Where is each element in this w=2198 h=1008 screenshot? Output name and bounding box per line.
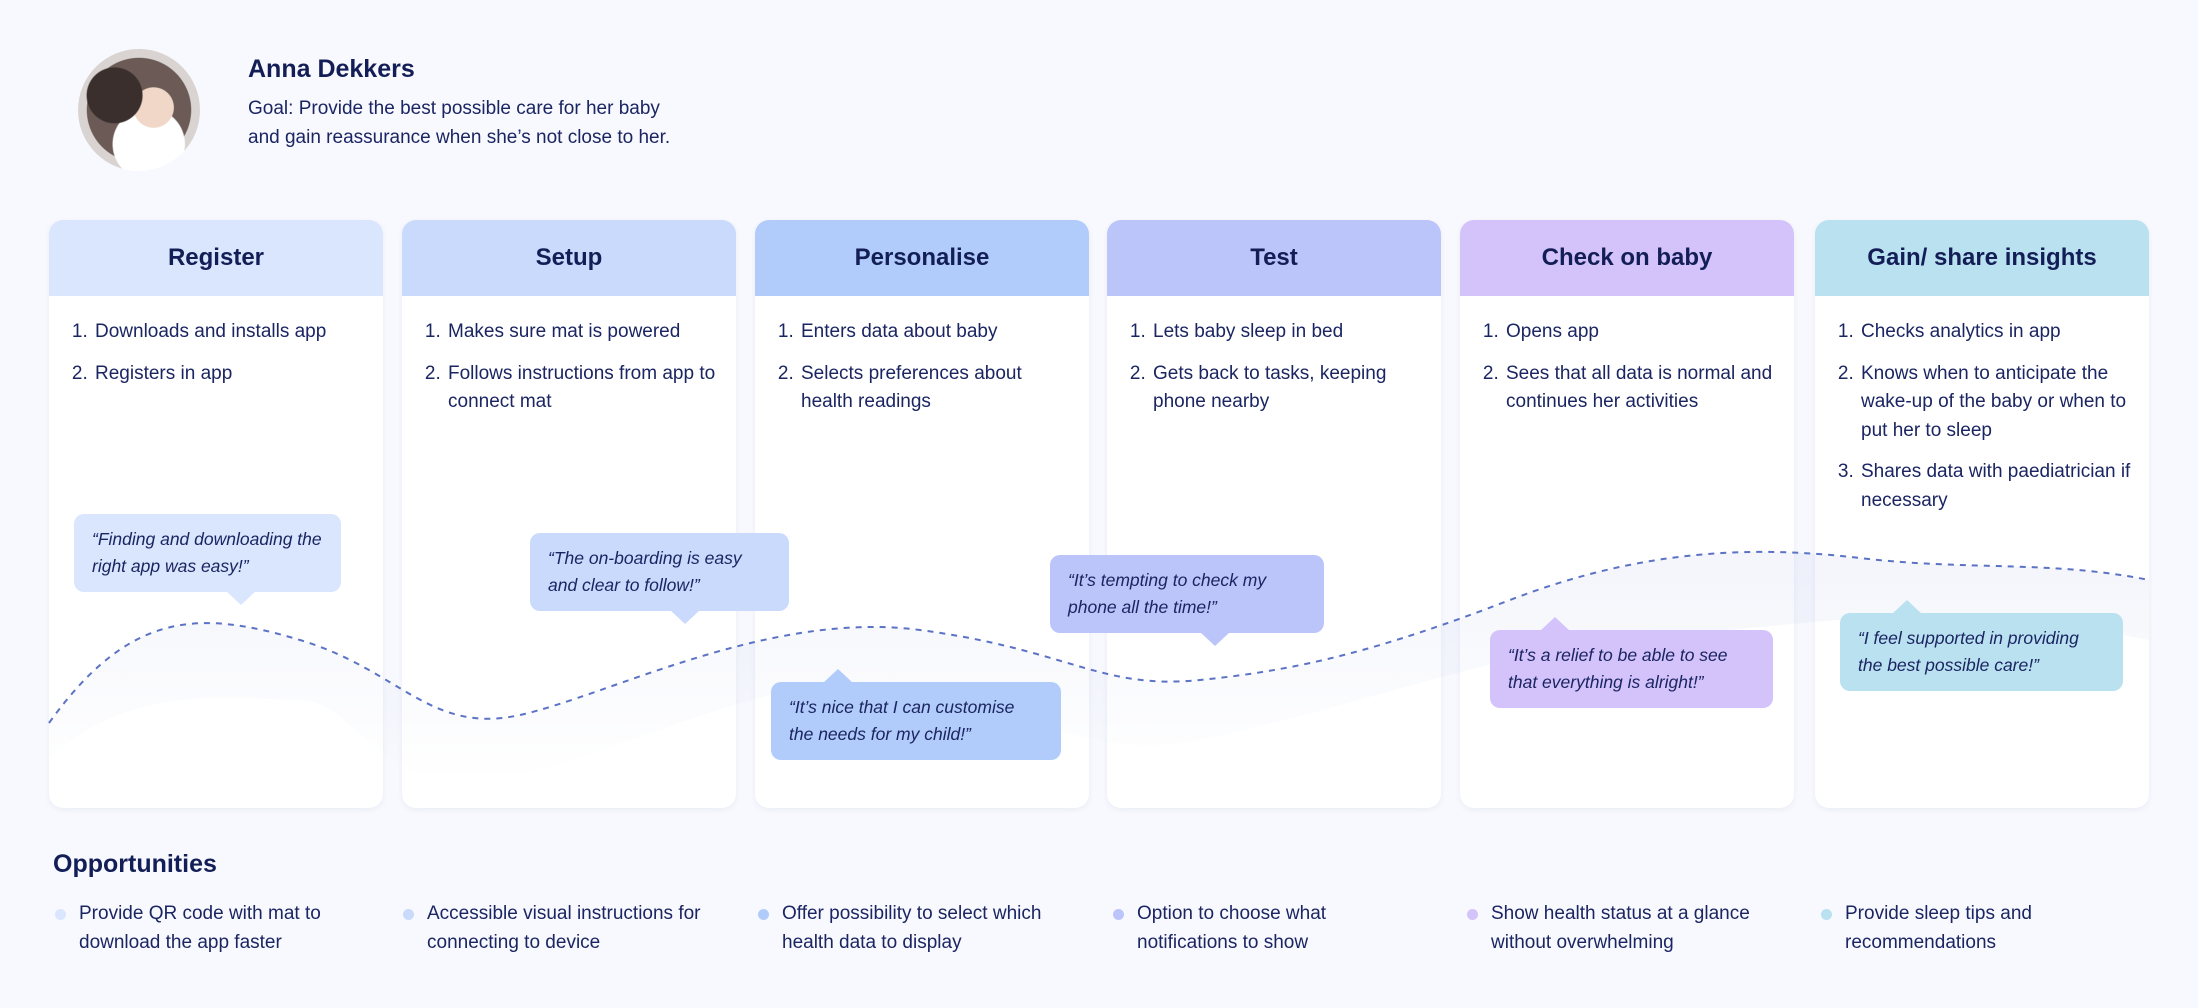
- stage-header: Test: [1107, 220, 1441, 296]
- stage-title: Gain/ share insights: [1867, 244, 2097, 271]
- stage-card-setup: Setup Makes sure mat is powered Follows …: [402, 220, 736, 808]
- stage-steps: Enters data about baby Selects preferenc…: [755, 318, 1089, 417]
- opportunity-text: Accessible visual instructions for conne…: [427, 903, 701, 953]
- step-item: Downloads and installs app: [93, 318, 365, 347]
- opportunity-item: Accessible visual instructions for conne…: [403, 899, 703, 957]
- opportunity-text: Provide sleep tips and recommendations: [1845, 903, 2032, 953]
- stage-title: Setup: [535, 244, 603, 271]
- quote-text: “I feel supported in providing the best …: [1858, 628, 2079, 675]
- stage-header: Register: [49, 220, 383, 296]
- step-item: Gets back to tasks, keeping phone nearby: [1151, 360, 1423, 417]
- step-item: Sees that all data is normal and continu…: [1504, 360, 1776, 417]
- bubble-tail: [1200, 632, 1230, 646]
- step-item: Lets baby sleep in bed: [1151, 318, 1423, 347]
- bullet-dot-icon: [1467, 909, 1478, 920]
- opportunity-text: Provide QR code with mat to download the…: [79, 903, 321, 953]
- stage-header: Check on baby: [1460, 220, 1794, 296]
- bubble-tail: [670, 610, 700, 624]
- quote-text: “It’s tempting to check my phone all the…: [1068, 570, 1267, 617]
- opportunity-text: Offer possibility to select which health…: [782, 903, 1042, 953]
- step-item: Opens app: [1504, 318, 1776, 347]
- bubble-tail: [823, 669, 853, 683]
- stage-title: Check on baby: [1541, 244, 1713, 271]
- quote-text: “The on-boarding is easy and clear to fo…: [548, 548, 742, 595]
- quote-bubble-register: “Finding and downloading the right app w…: [74, 514, 341, 605]
- stage-title: Test: [1250, 244, 1298, 271]
- persona-header: Anna Dekkers Goal: Provide the best poss…: [78, 49, 778, 179]
- step-item: Follows instructions from app to connect…: [446, 360, 718, 417]
- quote-bubble-test: “It’s tempting to check my phone all the…: [1050, 555, 1324, 646]
- stage-title: Register: [167, 244, 265, 271]
- step-item: Knows when to anticipate the wake-up of …: [1859, 360, 2131, 446]
- bullet-dot-icon: [758, 909, 769, 920]
- opportunity-item: Provide QR code with mat to download the…: [55, 899, 355, 957]
- bubble-tail: [226, 591, 256, 605]
- step-item: Enters data about baby: [799, 318, 1071, 347]
- stage-header: Setup: [402, 220, 736, 296]
- quote-text: “Finding and downloading the right app w…: [92, 529, 322, 576]
- stage-header: Gain/ share insights: [1815, 220, 2149, 296]
- quote-text: “It’s nice that I can customise the need…: [789, 697, 1015, 744]
- stage-steps: Lets baby sleep in bed Gets back to task…: [1107, 318, 1441, 417]
- bullet-dot-icon: [55, 909, 66, 920]
- stage-steps: Opens app Sees that all data is normal a…: [1460, 318, 1794, 417]
- persona-avatar: [78, 49, 200, 171]
- opportunity-item: Provide sleep tips and recommendations: [1821, 899, 2081, 957]
- persona-goal: Goal: Provide the best possible care for…: [248, 98, 671, 148]
- step-item: Registers in app: [93, 360, 365, 389]
- bullet-dot-icon: [1113, 909, 1124, 920]
- step-item: Shares data with paediatrician if necess…: [1859, 458, 2131, 515]
- stage-card-test: Test Lets baby sleep in bed Gets back to…: [1107, 220, 1441, 808]
- step-item: Selects preferences about health reading…: [799, 360, 1071, 417]
- step-item: Makes sure mat is powered: [446, 318, 718, 347]
- opportunity-item: Show health status at a glance without o…: [1467, 899, 1767, 957]
- step-item: Checks analytics in app: [1859, 318, 2131, 347]
- stage-steps: Downloads and installs app Registers in …: [49, 318, 383, 388]
- opportunity-item: Offer possibility to select which health…: [758, 899, 1058, 957]
- stage-steps: Checks analytics in app Knows when to an…: [1815, 318, 2149, 515]
- opportunity-text: Show health status at a glance without o…: [1491, 903, 1750, 953]
- bullet-dot-icon: [403, 909, 414, 920]
- stage-header: Personalise: [755, 220, 1089, 296]
- bubble-tail: [1892, 600, 1922, 614]
- bubble-tail: [1540, 617, 1570, 631]
- bullet-dot-icon: [1821, 909, 1832, 920]
- opportunity-item: Option to choose what notifications to s…: [1113, 899, 1383, 957]
- stage-card-gain-share-insights: Gain/ share insights Checks analytics in…: [1815, 220, 2149, 808]
- quote-bubble-personalise: “It’s nice that I can customise the need…: [771, 669, 1061, 760]
- persona-name: Anna Dekkers: [248, 55, 415, 83]
- stage-steps: Makes sure mat is powered Follows instru…: [402, 318, 736, 417]
- quote-bubble-gain-share-insights: “I feel supported in providing the best …: [1840, 600, 2123, 691]
- quote-text: “It’s a relief to be able to see that ev…: [1508, 645, 1728, 692]
- opportunity-text: Option to choose what notifications to s…: [1137, 903, 1327, 953]
- opportunities-title: Opportunities: [53, 850, 217, 878]
- quote-bubble-check-on-baby: “It’s a relief to be able to see that ev…: [1490, 617, 1773, 708]
- stage-title: Personalise: [854, 244, 990, 271]
- stage-card-check-on-baby: Check on baby Opens app Sees that all da…: [1460, 220, 1794, 808]
- quote-bubble-setup: “The on-boarding is easy and clear to fo…: [530, 533, 789, 624]
